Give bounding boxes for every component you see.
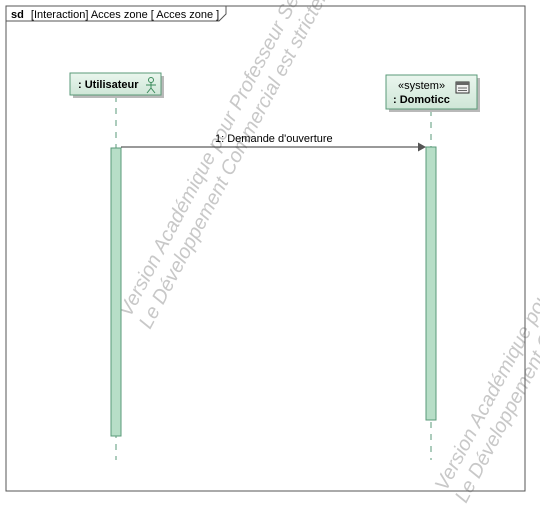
message-arrowhead bbox=[418, 142, 426, 152]
frame-label: sd [Interaction] Acces zone [ Acces zone… bbox=[11, 9, 219, 21]
activation-bar bbox=[110, 147, 122, 437]
frame-title: [Interaction] Acces zone [ Acces zone ] bbox=[31, 9, 219, 21]
lifeline-head[interactable] bbox=[69, 72, 162, 96]
lifeline-name: : Utilisateur bbox=[78, 79, 139, 91]
lifeline-domoticc[interactable]: «system» : Domoticc bbox=[385, 74, 480, 460]
lifeline-utilisateur[interactable]: : Utilisateur bbox=[69, 72, 164, 460]
lifeline-stereotype: «system» bbox=[398, 80, 445, 92]
lifeline-name: : Domoticc bbox=[393, 94, 450, 106]
frame-label-pentagon bbox=[5, 5, 227, 22]
interaction-frame bbox=[5, 5, 526, 492]
frame-keyword: sd bbox=[11, 9, 24, 21]
system-icon bbox=[455, 81, 470, 94]
actor-icon bbox=[146, 77, 156, 94]
activation-bar bbox=[425, 146, 437, 421]
message-demande-ouverture[interactable]: 1: Demande d'ouverture bbox=[121, 133, 426, 152]
message-label: 1: Demande d'ouverture bbox=[215, 133, 333, 145]
